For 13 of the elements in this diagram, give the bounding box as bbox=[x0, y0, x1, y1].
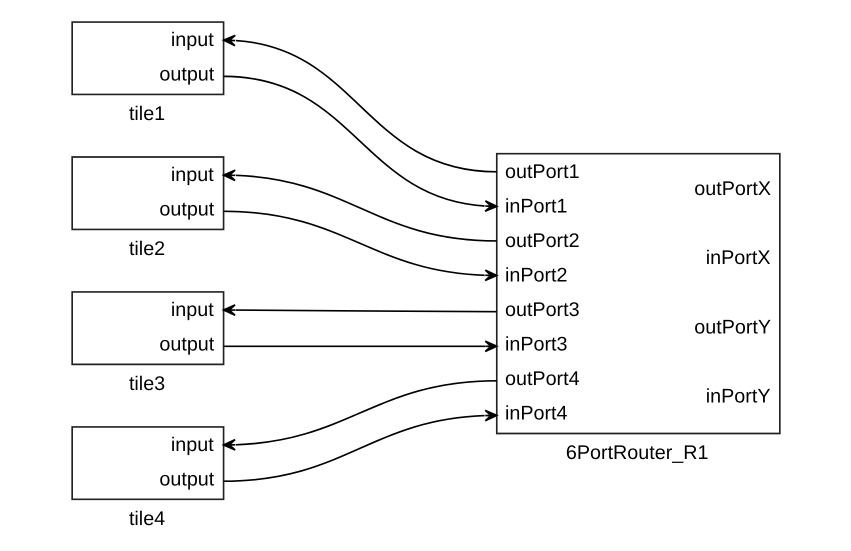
arrow bbox=[222, 304, 496, 316]
node-label: tile2 bbox=[128, 238, 165, 260]
node-label: tile4 bbox=[128, 508, 165, 530]
arrow bbox=[222, 169, 496, 242]
arrow bbox=[222, 34, 496, 173]
arrow bbox=[223, 340, 498, 352]
arrow bbox=[223, 210, 498, 282]
arrow bbox=[223, 76, 498, 212]
node-label: tile1 bbox=[128, 103, 165, 126]
node-label: 6PortRouter_R1 bbox=[565, 442, 708, 464]
node-label: tile3 bbox=[128, 373, 165, 396]
arrow bbox=[222, 380, 496, 451]
arrow bbox=[223, 410, 498, 482]
